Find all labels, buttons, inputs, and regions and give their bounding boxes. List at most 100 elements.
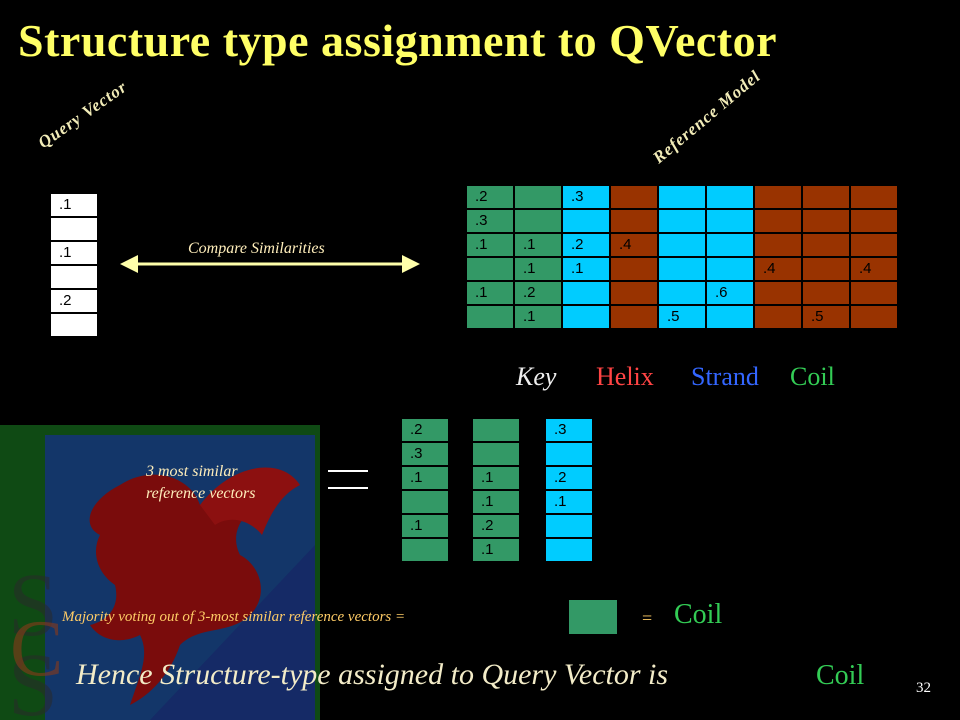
reference-model-cell [658, 209, 706, 233]
reference-model-cell [658, 257, 706, 281]
reference-model-cell: .6 [706, 281, 754, 305]
similar-vector-3: .3 .2.1 [545, 418, 593, 562]
key-label: Key [516, 362, 557, 391]
compare-similarities-label: Compare Similarities [188, 240, 325, 257]
reference-model-cell [850, 185, 898, 209]
reference-model-label: Reference Model [649, 66, 765, 168]
double-arrow-right-head [402, 255, 420, 273]
reference-model-cell [850, 233, 898, 257]
reference-model-cell [610, 257, 658, 281]
similar-vectors-label-line1: 3 most similar [146, 463, 238, 480]
equals-sign-top [328, 470, 368, 472]
reference-model-cell: .5 [802, 305, 850, 329]
reference-model-cell [802, 209, 850, 233]
reference-model-cell [754, 209, 802, 233]
reference-model-cell: .1 [466, 281, 514, 305]
reference-model-cell [850, 305, 898, 329]
reference-model-cell: .4 [850, 257, 898, 281]
reference-model-cell: .1 [562, 257, 610, 281]
reference-model-grid: .2.3.3.1.1.2.4.1.1.4.4.1.2.6.1.5.5 [466, 185, 898, 329]
reference-model-cell: .3 [466, 209, 514, 233]
similar-vector-cell [472, 418, 520, 442]
reference-model-cell: .2 [514, 281, 562, 305]
reference-model-cell [754, 305, 802, 329]
similar-vector-cell: .2 [472, 514, 520, 538]
similar-vector-2: .1.1.2.1 [472, 418, 520, 562]
reference-model-cell [850, 209, 898, 233]
reference-model-cell: .1 [466, 233, 514, 257]
similar-vector-cell: .1 [401, 514, 449, 538]
reference-model-cell [658, 185, 706, 209]
similar-vector-cell [545, 514, 593, 538]
reference-model-cell [610, 281, 658, 305]
query-vector-cell [50, 313, 98, 337]
reference-model-cell [610, 305, 658, 329]
reference-model-cell [802, 233, 850, 257]
logo-letters: S [8, 556, 58, 655]
reference-model-cell [706, 185, 754, 209]
reference-model-cell: .1 [514, 233, 562, 257]
reference-model-cell: .4 [610, 233, 658, 257]
reference-model-cell: .3 [562, 185, 610, 209]
reference-model-cell [610, 209, 658, 233]
reference-model-cell: .2 [466, 185, 514, 209]
query-vector-column: .1 .1 .2 [50, 193, 98, 337]
reference-model-cell: .2 [562, 233, 610, 257]
similar-vector-cell: .2 [401, 418, 449, 442]
similar-vector-1: .2.3.1.1 [401, 418, 449, 562]
reference-model-cell: .1 [514, 305, 562, 329]
reference-model-cell [610, 185, 658, 209]
reference-model-cell [754, 185, 802, 209]
majority-result-text: Coil [674, 599, 723, 630]
logo-letters-2: S [8, 636, 58, 720]
query-vector-cell: .1 [50, 193, 98, 217]
majority-equals: = [642, 608, 653, 628]
similar-vector-cell: .3 [401, 442, 449, 466]
reference-model-cell [466, 257, 514, 281]
reference-model-cell [754, 281, 802, 305]
reference-model-cell [514, 209, 562, 233]
reference-model-cell [706, 233, 754, 257]
similar-vector-cell: .1 [472, 490, 520, 514]
similar-vector-cell: .3 [545, 418, 593, 442]
similar-vector-cell: .1 [545, 490, 593, 514]
similar-vector-cell: .1 [401, 466, 449, 490]
reference-model-cell [658, 281, 706, 305]
reference-model-cell: .5 [658, 305, 706, 329]
similar-vector-cell [472, 442, 520, 466]
similar-vector-cell: .1 [472, 538, 520, 562]
reference-model-cell [562, 305, 610, 329]
reference-model-cell [706, 209, 754, 233]
reference-model-cell [850, 281, 898, 305]
double-arrow-left-head [120, 255, 138, 273]
reference-model-cell [562, 281, 610, 305]
reference-model-cell [658, 233, 706, 257]
query-vector-label: Query Vector [34, 76, 131, 153]
similar-vector-cell [401, 490, 449, 514]
reference-model-cell [802, 257, 850, 281]
query-vector-cell: .1 [50, 241, 98, 265]
conclusion-text: Hence Structure-type assigned to Query V… [76, 658, 669, 691]
logo-letter-c: C [10, 605, 63, 693]
query-vector-cell [50, 217, 98, 241]
equals-sign-bottom [328, 487, 368, 489]
similar-vector-cell [401, 538, 449, 562]
query-vector-cell: .2 [50, 289, 98, 313]
similar-vector-cell [545, 538, 593, 562]
reference-model-cell [754, 233, 802, 257]
reference-model-cell [706, 305, 754, 329]
key-helix: Helix [596, 362, 654, 391]
reference-model-cell [562, 209, 610, 233]
page-number: 32 [916, 680, 931, 696]
reference-model-cell [802, 185, 850, 209]
similar-vector-cell: .2 [545, 466, 593, 490]
similar-vector-cell [545, 442, 593, 466]
similar-vector-cell: .1 [472, 466, 520, 490]
majority-voting-label: Majority voting out of 3-most similar re… [62, 609, 406, 625]
reference-model-cell [466, 305, 514, 329]
reference-model-cell [706, 257, 754, 281]
similar-vectors-label-line2: reference vectors [146, 485, 256, 502]
similar-vectors-label: 3 most similar reference vectors [146, 461, 255, 505]
majority-result-swatch [568, 599, 618, 635]
dragon-silhouette [89, 474, 261, 705]
